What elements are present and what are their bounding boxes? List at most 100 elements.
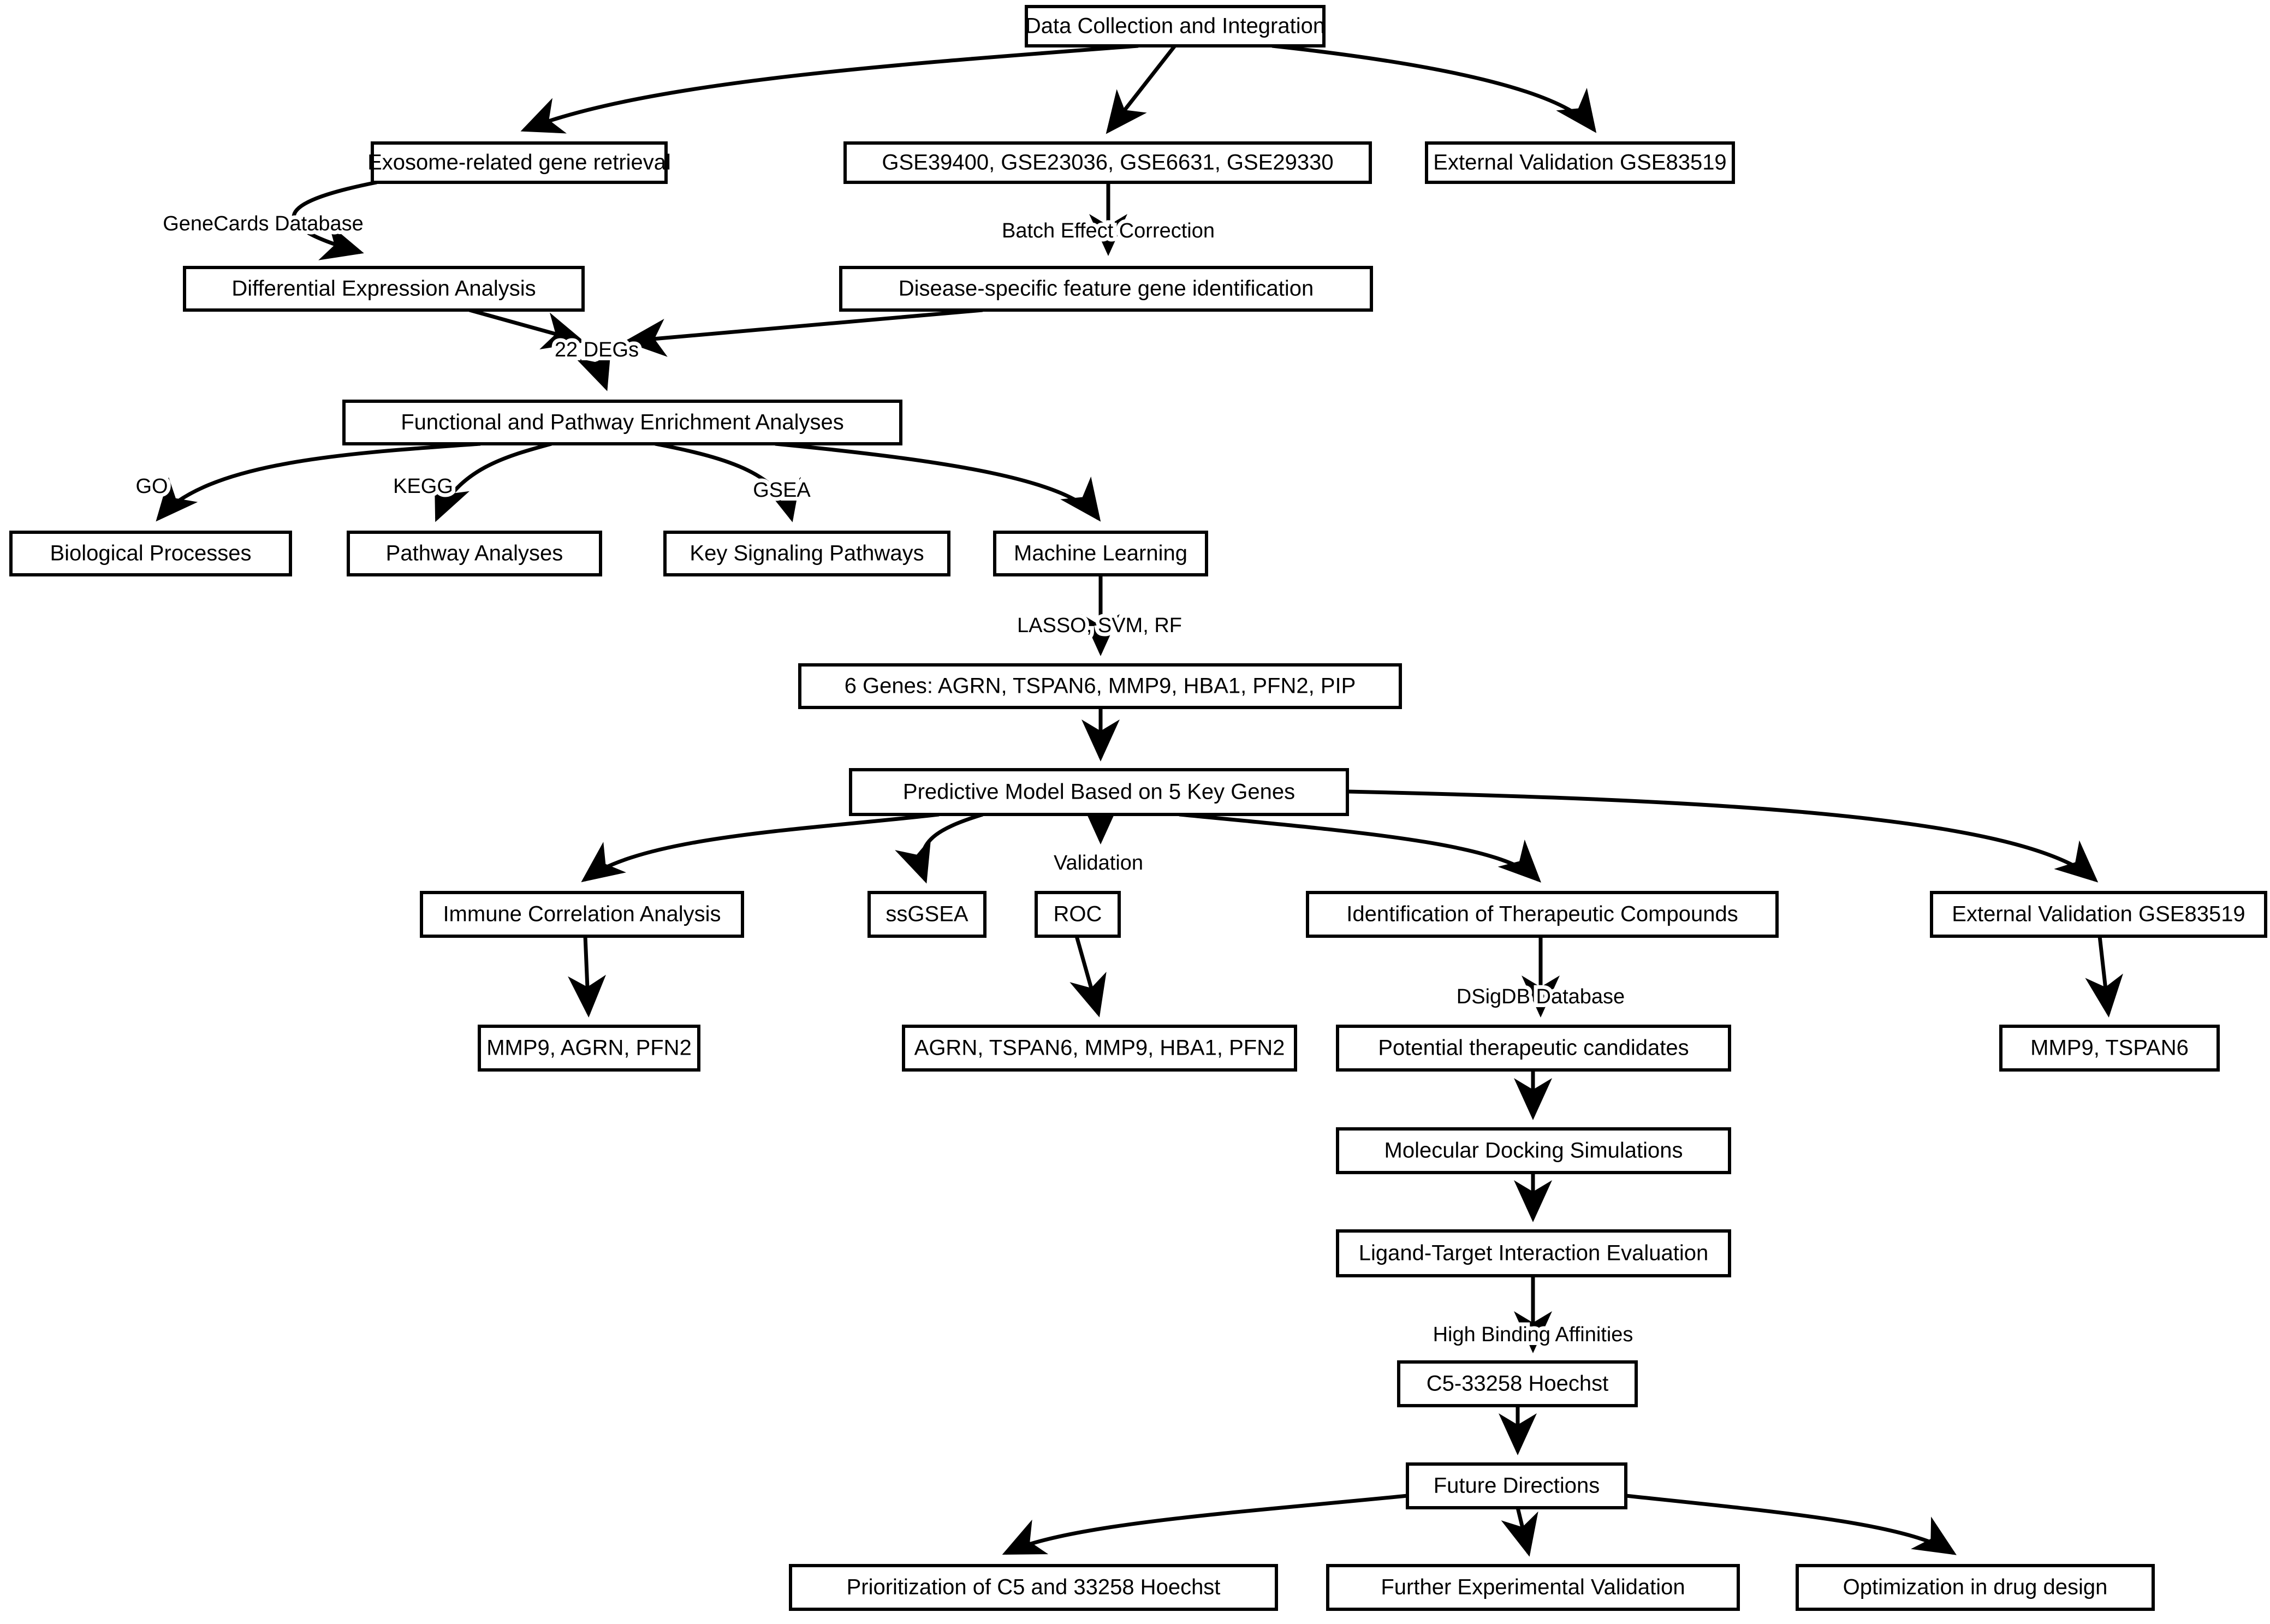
node-box[interactable] [789, 1564, 1278, 1611]
flow-node[interactable]: Ligand-Target Interaction Evaluation [1336, 1229, 1731, 1277]
flow-node[interactable]: Pathway Analyses [347, 531, 602, 576]
flow-node[interactable]: External Validation GSE83519 [1930, 891, 2267, 938]
node-box[interactable] [1930, 891, 2267, 938]
flow-node[interactable]: AGRN, TSPAN6, MMP9, HBA1, PFN2 [902, 1025, 1297, 1072]
edge-label-halo: GSEA [753, 479, 811, 502]
node-box[interactable] [867, 891, 987, 938]
flow-node[interactable]: C5-33258 Hoechst [1397, 1360, 1638, 1407]
node-box[interactable] [1999, 1025, 2220, 1072]
flow-node[interactable]: MMP9, TSPAN6 [1999, 1025, 2220, 1072]
flow-node[interactable]: ROC [1035, 891, 1121, 938]
flow-node[interactable]: Biological Processes [9, 531, 292, 576]
node-label: Differential Expression Analysis [231, 277, 536, 301]
flow-node[interactable]: Optimization in drug design [1796, 1564, 2155, 1611]
flow-node[interactable]: Prioritization of C5 and 33258 Hoechst [789, 1564, 1278, 1611]
node-label: 6 Genes: AGRN, TSPAN6, MMP9, HBA1, PFN2,… [845, 674, 1356, 698]
edge-label-halo: Batch Effect Correction [1002, 219, 1215, 242]
node-box[interactable] [663, 531, 950, 576]
node-box[interactable] [902, 1025, 1297, 1072]
node-label: MMP9, TSPAN6 [2030, 1036, 2189, 1060]
flow-node[interactable]: Data Collection and Integration [1025, 5, 1326, 47]
node-box[interactable] [1035, 891, 1121, 938]
flow-node[interactable]: Key Signaling Pathways [663, 531, 950, 576]
flow-node[interactable]: Immune Correlation Analysis [420, 891, 744, 938]
node-box[interactable] [1326, 1564, 1740, 1611]
node-label: Further Experimental Validation [1381, 1575, 1685, 1599]
node-box[interactable] [183, 266, 585, 312]
node-label: ROC [1054, 902, 1102, 926]
node-label: Prioritization of C5 and 33258 Hoechst [847, 1575, 1221, 1599]
node-box[interactable] [798, 663, 1402, 709]
flow-edge [469, 308, 585, 349]
flow-edge [568, 936, 607, 1018]
flow-node[interactable]: 6 Genes: AGRN, TSPAN6, MMP9, HBA1, PFN2,… [798, 663, 1402, 709]
node-label: Identification of Therapeutic Compounds [1346, 902, 1738, 926]
node-box[interactable] [1397, 1360, 1638, 1407]
flow-node[interactable]: External Validation GSE83519 [1425, 141, 1735, 184]
flow-node[interactable]: GSE39400, GSE23036, GSE6631, GSE29330 [843, 141, 1372, 184]
flow-node[interactable]: Molecular Docking Simulations [1336, 1127, 1731, 1174]
node-label: Functional and Pathway Enrichment Analys… [401, 411, 844, 435]
node-label: AGRN, TSPAN6, MMP9, HBA1, PFN2 [914, 1036, 1285, 1060]
node-box[interactable] [9, 531, 292, 576]
flow-edge [156, 442, 481, 522]
node-box[interactable] [839, 266, 1373, 312]
node-box[interactable] [342, 400, 902, 445]
edge-label: KEGG [393, 475, 453, 498]
node-label: GSE39400, GSE23036, GSE6631, GSE29330 [882, 151, 1333, 175]
edge-label: 22 DEGs [555, 338, 639, 361]
node-box[interactable] [1336, 1127, 1731, 1174]
node-box[interactable] [347, 531, 602, 576]
node-label: Key Signaling Pathways [690, 542, 924, 566]
edge-label-halo: KEGG [393, 475, 453, 498]
flow-node[interactable]: Identification of Therapeutic Compounds [1306, 891, 1779, 938]
node-box[interactable] [371, 141, 668, 184]
edge-label: LASSO, SVM, RF [1017, 614, 1182, 637]
flow-node[interactable]: MMP9, AGRN, PFN2 [478, 1025, 700, 1072]
edge-label: GSEA [753, 479, 811, 502]
edge-label-halo: 22 DEGs [555, 338, 639, 361]
flow-edge [1347, 789, 2099, 883]
node-box[interactable] [843, 141, 1372, 184]
flow-node[interactable]: Future Directions [1406, 1462, 1627, 1509]
node-label: External Validation GSE83519 [1433, 151, 1726, 175]
node-box[interactable] [1425, 141, 1735, 184]
flow-edge [1501, 1507, 1538, 1557]
node-box[interactable] [478, 1025, 700, 1072]
node-box[interactable] [1406, 1462, 1627, 1509]
node-box[interactable] [420, 891, 744, 938]
node-label: ssGSEA [886, 902, 968, 926]
flow-node[interactable]: Functional and Pathway Enrichment Analys… [342, 400, 902, 445]
flow-node[interactable]: Disease-specific feature gene identifica… [839, 266, 1373, 312]
node-label: Pathway Analyses [386, 542, 563, 566]
node-label: Exosome-related gene retrieval [367, 151, 671, 175]
edge-label: GeneCards Database [163, 212, 364, 235]
flow-node[interactable]: Potential therapeutic candidates [1336, 1025, 1731, 1072]
edge-label: High Binding Affinities [1433, 1323, 1633, 1346]
flow-node[interactable]: Machine Learning [993, 531, 1208, 576]
flow-node[interactable]: ssGSEA [867, 891, 987, 938]
node-box[interactable] [1306, 891, 1779, 938]
flow-node[interactable]: Predictive Model Based on 5 Key Genes [849, 768, 1349, 816]
node-label: Molecular Docking Simulations [1384, 1139, 1683, 1163]
flow-node[interactable]: Exosome-related gene retrieval [367, 141, 671, 184]
node-box[interactable] [1336, 1229, 1731, 1277]
node-box[interactable] [1025, 5, 1326, 47]
node-box[interactable] [1336, 1025, 1731, 1072]
node-box[interactable] [993, 531, 1208, 576]
edge-label-halo: Validation [1054, 852, 1143, 875]
flow-node[interactable]: Further Experimental Validation [1326, 1564, 1740, 1611]
node-box[interactable] [849, 768, 1349, 816]
node-box[interactable] [1796, 1564, 2155, 1611]
flow-node[interactable]: Differential Expression Analysis [183, 266, 585, 312]
